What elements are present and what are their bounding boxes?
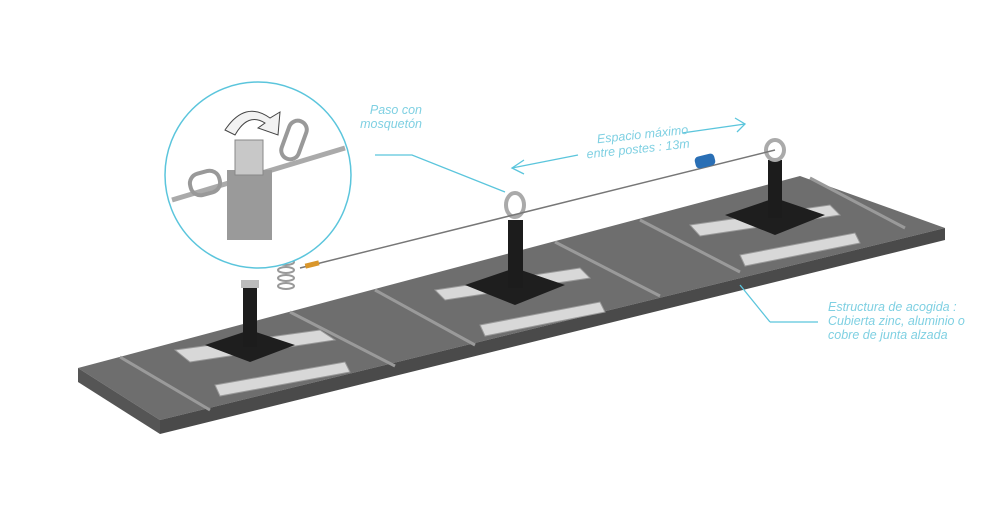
post-2	[465, 191, 565, 305]
label-support-structure: Estructura de acogida : Cubierta zinc, a…	[828, 300, 965, 342]
label-line: mosquetón	[360, 117, 422, 131]
post-1	[205, 280, 295, 362]
shock-absorber	[694, 153, 716, 169]
callout-lines	[375, 117, 818, 323]
label-line: Estructura de acogida :	[828, 300, 957, 314]
post-3	[725, 138, 825, 235]
label-line: cobre de junta alzada	[828, 328, 948, 342]
label-carabiner-passage: Paso con mosquetón	[350, 103, 422, 131]
arrow-right	[681, 123, 746, 134]
lifeline-cable	[277, 149, 776, 290]
label-line: Cubierta zinc, aluminio o	[828, 314, 965, 328]
carabiner-detail-inset	[164, 81, 352, 269]
arrow-left	[511, 154, 579, 169]
label-line: Paso con	[369, 103, 422, 117]
